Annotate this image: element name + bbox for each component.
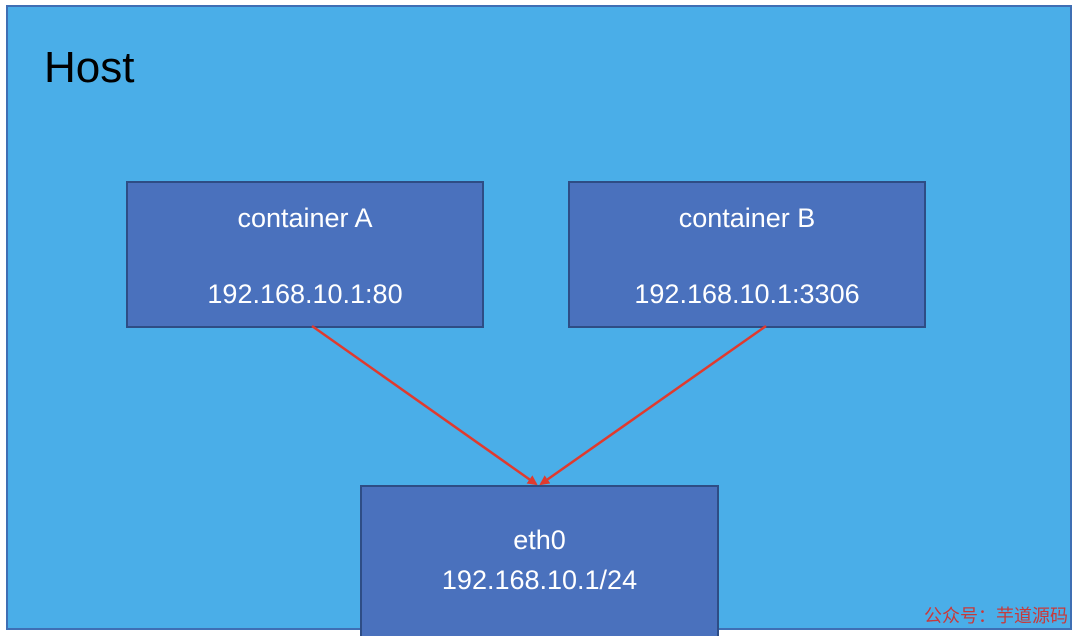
container-b-name: container B — [678, 203, 816, 233]
container-a-box: container A 192.168.10.1:80 — [126, 181, 484, 328]
eth0-box: eth0 192.168.10.1/24 — [360, 485, 719, 636]
eth0-name: eth0 — [513, 525, 566, 555]
container-a-name: container A — [237, 203, 373, 233]
container-b-address: 192.168.10.1:3306 — [634, 279, 860, 309]
container-b-box: container B 192.168.10.1:3306 — [568, 181, 926, 328]
host-title: Host — [44, 43, 135, 92]
eth0-address: 192.168.10.1/24 — [441, 565, 638, 595]
watermark-text: 公众号：芋道源码 — [924, 606, 1068, 627]
container-a-address: 192.168.10.1:80 — [207, 279, 403, 309]
